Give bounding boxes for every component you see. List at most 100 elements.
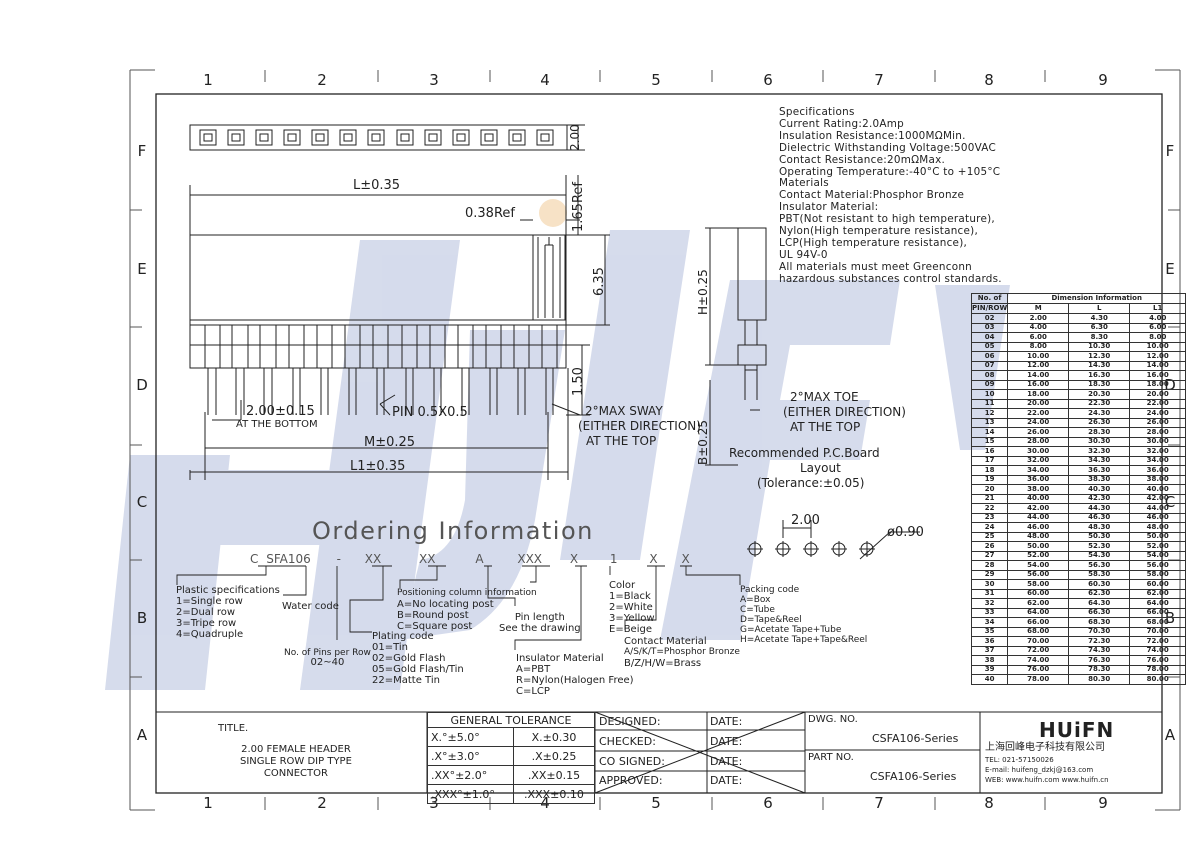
- table-cell: 20.00: [1129, 389, 1187, 400]
- title-line: 2.00 FEMALE HEADER: [241, 744, 351, 755]
- table-cell: 30.00: [1129, 436, 1187, 447]
- col-label: 8: [984, 794, 994, 812]
- dim-635: 6.35: [592, 267, 607, 296]
- spec-line: Nylon(High temperature resistance),: [779, 225, 978, 238]
- table-cell: 46.30: [1068, 512, 1131, 523]
- table-cell: 46.00: [1007, 522, 1070, 533]
- table-cell: 72.30: [1068, 636, 1131, 647]
- title-block: [156, 711, 1162, 794]
- dwg-label: DWG. NO.: [808, 714, 858, 725]
- table-cell: 18: [970, 465, 1009, 476]
- dim-h: H±0.25: [696, 269, 710, 315]
- table-cell: 12.30: [1068, 351, 1131, 362]
- plating-line: 01=Tin: [372, 642, 409, 653]
- table-cell: 44.00: [1007, 512, 1070, 523]
- table-cell: 76.30: [1068, 655, 1131, 666]
- table-cell: 32.30: [1068, 446, 1131, 457]
- code-part: 1: [609, 552, 618, 566]
- table-cell: 56.30: [1068, 560, 1131, 571]
- code-part: -: [336, 552, 341, 566]
- col-label: 7: [874, 794, 884, 812]
- table-cell: 46.00: [1129, 512, 1187, 523]
- table-cell: 35: [970, 626, 1009, 637]
- table-cell: 22.00: [1129, 398, 1187, 409]
- code-part: C: [250, 552, 259, 566]
- table-cell: 40.30: [1068, 484, 1131, 495]
- table-cell: 38: [970, 655, 1009, 666]
- table-cell: 80.00: [1129, 674, 1187, 685]
- table-cell: 54.30: [1068, 550, 1131, 561]
- part-number: CSFA106-Series: [870, 770, 957, 783]
- contact-line: Contact Material: [624, 636, 707, 647]
- table-cell: 14.00: [1129, 360, 1187, 371]
- table-cell: 14.30: [1068, 360, 1131, 371]
- table-cell: 27: [970, 550, 1009, 561]
- table-cell: 12: [970, 408, 1009, 419]
- table-cell: 36: [970, 636, 1009, 647]
- table-cell: 4.00: [1007, 322, 1070, 333]
- dim-l: L±0.35: [353, 178, 401, 193]
- contact-line: B/Z/H/W=Brass: [624, 658, 702, 669]
- col-label: 1: [203, 794, 213, 812]
- code-part: X: [681, 552, 690, 566]
- table-cell: 52.30: [1068, 541, 1131, 552]
- table-cell: 18.00: [1007, 389, 1070, 400]
- table-cell: 28.00: [1129, 427, 1187, 438]
- table-cell: 60.00: [1129, 579, 1187, 590]
- approved-label: APPROVED:: [599, 774, 663, 787]
- packing-line: C=Tube: [740, 605, 775, 615]
- positioning-line: B=Round post: [397, 610, 469, 621]
- dim-150: 1.50: [571, 367, 586, 396]
- designed-label: DESIGNED:: [599, 715, 661, 728]
- contact-block: Contact Material A/S/K/T=Phosphor Bronze…: [624, 636, 740, 669]
- table-cell: 26: [970, 541, 1009, 552]
- toe-note: (EITHER DIRECTION): [783, 405, 906, 419]
- table-cell: 42.00: [1007, 503, 1070, 514]
- table-cell: 08: [970, 370, 1009, 381]
- table-cell: 60.00: [1007, 588, 1070, 599]
- table-cell: 34.00: [1129, 455, 1187, 466]
- table-cell: 32.00: [1007, 455, 1070, 466]
- tolerance-angle: .XXX°±1.0°: [427, 784, 514, 804]
- table-cell: 68.00: [1007, 626, 1070, 637]
- row-label: E: [137, 260, 147, 278]
- col-label: 7: [874, 71, 884, 89]
- table-cell: 50.00: [1129, 531, 1187, 542]
- row-label: E: [1165, 260, 1175, 278]
- pins-line: No. of Pins per Row: [284, 648, 371, 658]
- table-cell: 58.00: [1129, 569, 1187, 580]
- sway-note: (EITHER DIRECTION): [578, 419, 701, 433]
- watermark: [105, 230, 1010, 690]
- table-cell: 31: [970, 588, 1009, 599]
- positioning-line: C=Square post: [397, 621, 473, 632]
- spec-line: Insulation Resistance:1000MΩMin.: [779, 129, 966, 142]
- table-cell: 20: [970, 484, 1009, 495]
- table-cell: 16: [970, 446, 1009, 457]
- table-cell: 33: [970, 607, 1009, 618]
- table-cell: 06: [970, 351, 1009, 362]
- table-cell: 24.00: [1129, 408, 1187, 419]
- col-label: 4: [540, 71, 550, 89]
- ordering-title: Ordering Information: [312, 517, 594, 545]
- title-label: TITLE.: [218, 723, 249, 734]
- plastic-line: 3=Tripe row: [176, 618, 237, 629]
- table-cell: 23: [970, 512, 1009, 523]
- table-cell: 44.00: [1129, 503, 1187, 514]
- tolerance-linear: .X±0.25: [512, 746, 596, 766]
- side-view: [705, 227, 767, 466]
- toe-note: 2°MAX TOE: [790, 390, 859, 404]
